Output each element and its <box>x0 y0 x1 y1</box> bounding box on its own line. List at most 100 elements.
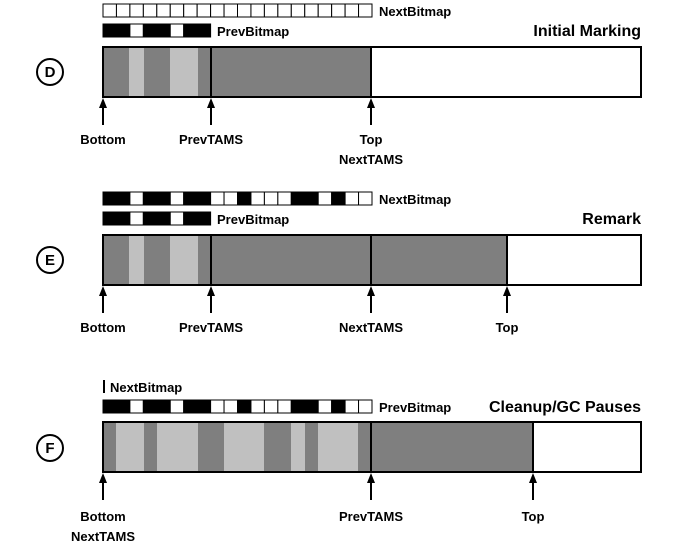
panel-e-top-label: Top <box>496 320 519 335</box>
panel-d-nexttams-label: NextTAMS <box>339 152 403 167</box>
bitmap-cell-unmarked <box>277 399 292 414</box>
bitmap-cell-unmarked <box>129 191 144 206</box>
region-garbage <box>170 235 198 285</box>
bitmap-cell-marked <box>102 211 117 226</box>
panel-f-next-bitmap-cleared <box>103 380 105 393</box>
panel-e-circle-label: E <box>45 252 55 269</box>
panel-e-arrow-top <box>503 286 511 313</box>
panel-e-arrow-nexttams <box>367 286 375 313</box>
bitmap-cell-marked <box>304 191 319 206</box>
bitmap-cell-unmarked <box>304 3 319 18</box>
bitmap-cell-unmarked <box>317 399 333 414</box>
arrow-head-icon <box>503 286 511 296</box>
region-live <box>198 422 224 472</box>
region-live <box>305 422 318 472</box>
bitmap-cell-unmarked <box>263 191 279 206</box>
panel-e-arrow-bottom <box>99 286 107 313</box>
region-allocated <box>211 47 371 97</box>
panel-d-next-bitmap <box>102 3 373 18</box>
bitmap-cell-unmarked <box>102 3 117 18</box>
panel-e-next-bitmap <box>102 191 373 206</box>
bitmap-cell-unmarked <box>344 191 360 206</box>
region-garbage <box>224 422 264 472</box>
bitmap-cell-marked <box>142 399 158 414</box>
bitmap-cell-unmarked <box>237 3 252 18</box>
region-live <box>103 47 129 97</box>
bitmap-cell-marked <box>156 23 171 38</box>
bitmap-cell-unmarked <box>169 211 185 226</box>
region-allocated-during-marking <box>371 235 507 285</box>
bitmap-cell-unmarked <box>210 399 225 414</box>
panel-f-prev-bitmap <box>102 399 373 414</box>
bitmap-cell-marked <box>102 399 117 414</box>
bitmap-cell-marked <box>196 191 212 206</box>
region-garbage <box>291 422 305 472</box>
panel-d-circle-marker <box>36 58 64 86</box>
bitmap-cell-marked <box>237 191 252 206</box>
panel-e-circle-marker <box>36 246 64 274</box>
bitmap-cell-marked <box>142 23 158 38</box>
panel-e-heap-region <box>102 234 642 286</box>
panel-d-arrow-top <box>367 98 375 125</box>
panel-f-nexttams-label: NextTAMS <box>71 529 135 544</box>
panel-e-title: Remark <box>582 211 641 228</box>
panel-e-next-bitmap-label: NextBitmap <box>379 192 451 207</box>
arrow-head-icon <box>529 473 537 483</box>
arrow-head-icon <box>367 98 375 108</box>
arrow-head-icon <box>99 98 107 108</box>
bitmap-cell-unmarked <box>250 399 265 414</box>
bitmap-cell-unmarked <box>129 399 144 414</box>
bitmap-cell-unmarked <box>277 3 292 18</box>
panel-e-prev-bitmap <box>102 211 212 226</box>
panel-f-circle-label: F <box>45 440 54 457</box>
panel-f-heap-region <box>102 421 642 473</box>
bitmap-cell-unmarked <box>223 191 239 206</box>
panel-d-circle-label: D <box>45 64 56 81</box>
region-live <box>264 422 291 472</box>
panel-d-heap-region <box>102 46 642 98</box>
bitmap-cell-unmarked <box>263 399 279 414</box>
bitmap-cell-marked <box>156 211 171 226</box>
panel-e-prevtams-label: PrevTAMS <box>179 320 243 335</box>
bitmap-cell-marked <box>115 211 131 226</box>
region-garbage <box>170 47 198 97</box>
bitmap-cell-unmarked <box>250 3 265 18</box>
bitmap-cell-unmarked <box>129 211 144 226</box>
bitmap-cell-unmarked <box>277 191 292 206</box>
bitmap-cell-unmarked <box>156 3 171 18</box>
bitmap-cell-unmarked <box>344 399 360 414</box>
panel-e: NextBitmap PrevBitmap Remark E Bottom Pr… <box>36 191 642 335</box>
bitmap-cell-marked <box>183 211 198 226</box>
panel-e-nexttams-label: NextTAMS <box>339 320 403 335</box>
arrow-head-icon <box>207 98 215 108</box>
bitmap-cell-marked <box>290 191 306 206</box>
bitmap-cell-marked <box>183 23 198 38</box>
region-allocated <box>371 422 533 472</box>
panel-d-prev-bitmap-label: PrevBitmap <box>217 24 289 39</box>
panel-e-arrow-prevtams <box>207 286 215 313</box>
bitmap-cell-marked <box>237 399 252 414</box>
region-live <box>358 422 371 472</box>
panel-f-circle-marker <box>36 434 64 462</box>
bitmap-cell-unmarked <box>250 191 265 206</box>
bitmap-cell-marked <box>142 211 158 226</box>
bitmap-cell-unmarked <box>358 191 373 206</box>
bitmap-cell-marked <box>115 23 131 38</box>
bitmap-cell-marked <box>156 191 171 206</box>
arrow-head-icon <box>367 286 375 296</box>
panel-f-prevtams-label: PrevTAMS <box>339 509 403 524</box>
panel-d-top-label: Top <box>360 132 383 147</box>
bitmap-cell-unmarked <box>129 23 144 38</box>
bitmap-cell-marked <box>331 191 346 206</box>
region-garbage <box>129 235 144 285</box>
bitmap-cell-unmarked <box>290 3 306 18</box>
region-live <box>144 422 157 472</box>
panel-d-next-bitmap-label: NextBitmap <box>379 4 451 19</box>
bitmap-cell-unmarked <box>183 3 198 18</box>
panel-e-bottom-label: Bottom <box>80 320 126 335</box>
bitmap-cell-unmarked <box>115 3 131 18</box>
region-live <box>144 235 170 285</box>
bitmap-cell-marked <box>196 399 212 414</box>
bitmap-cell-unmarked <box>263 3 279 18</box>
